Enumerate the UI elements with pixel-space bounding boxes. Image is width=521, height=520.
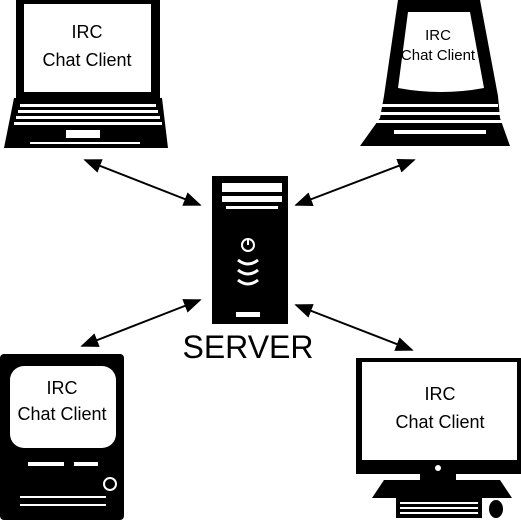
monitor-power-icon (435, 465, 441, 471)
power-knob-icon (103, 477, 117, 491)
terminal-keyboard (374, 104, 506, 134)
mouse-icon (489, 500, 503, 518)
arrow-laptop-server (83, 159, 202, 206)
desktop-keyboard (400, 502, 478, 514)
server-tower: SERVER (182, 176, 314, 365)
server-label: SERVER (182, 329, 313, 365)
arrow-vintage-server (80, 299, 202, 347)
laptop-client: IRC Chat Client (4, 0, 168, 148)
client-label-line1: IRC (425, 27, 451, 44)
client-label-line2: Chat Client (42, 50, 131, 70)
client-label-line2: Chat Client (17, 404, 106, 424)
arrow-terminal-server (294, 159, 416, 206)
vintage-desktop-client: IRC Chat Client (0, 354, 124, 520)
client-label-line2: Chat Client (401, 47, 476, 64)
client-label-line1: IRC (47, 378, 78, 398)
client-label-line2: Chat Client (395, 412, 484, 432)
connections (80, 159, 416, 351)
client-label-line1: IRC (72, 22, 103, 42)
arrow-monitor-server (294, 304, 414, 351)
desktop-monitor-client: IRC Chat Client (356, 358, 521, 518)
terminal-client: IRC Chat Client (360, 0, 510, 146)
client-label-line1: IRC (425, 384, 456, 404)
laptop-keyboard (14, 104, 162, 144)
